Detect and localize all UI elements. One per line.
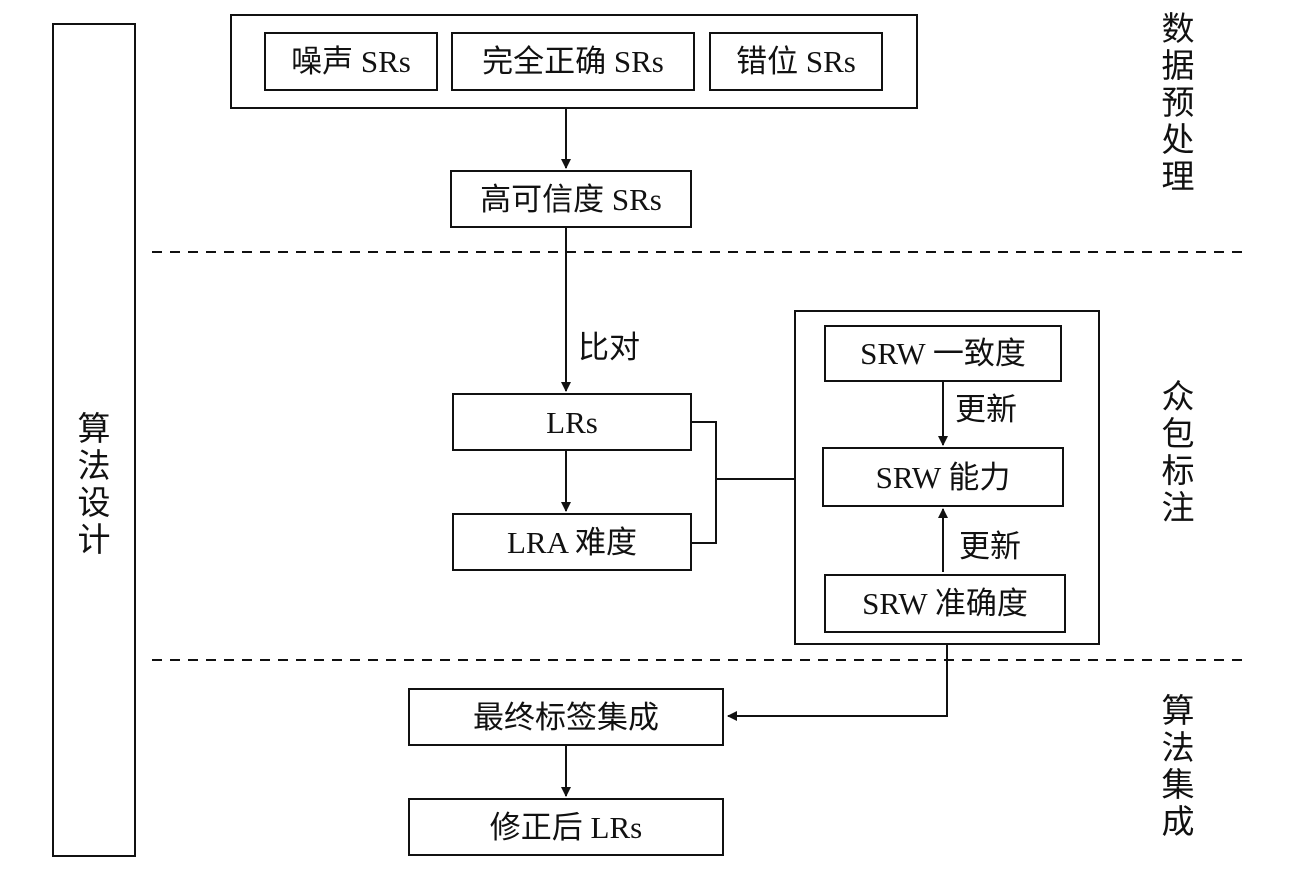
srw-consistency-box [824, 325, 1062, 382]
misaligned-srs-label: 错位 SRs [736, 44, 856, 79]
corrected-lrs-label: 修正后 LRs [490, 810, 642, 845]
final-label-integration-box [408, 688, 724, 746]
section-label-crowdsourcing: 众包标注 [1162, 380, 1195, 527]
high-confidence-srs-label: 高可信度 SRs [480, 182, 662, 217]
srw-accuracy-label: SRW 准确度 [862, 586, 1028, 621]
srw-ability-box [822, 447, 1064, 507]
section-label-integration: 算法集成 [1162, 693, 1195, 841]
update-top-label: 更新 [955, 392, 1017, 427]
misaligned-srs-box [709, 32, 883, 91]
update-bottom-label: 更新 [959, 529, 1021, 564]
correct-srs-box [451, 32, 695, 91]
compare-label: 比对 [578, 330, 640, 365]
corrected-lrs-box [408, 798, 724, 856]
correct-srs-label: 完全正确 SRs [482, 44, 664, 79]
algorithm-design-label: 算法设计 [78, 411, 111, 559]
final-label-integration-label: 最终标签集成 [473, 700, 659, 735]
lra-difficulty-box [452, 513, 692, 571]
srw-consistency-label: SRW 一致度 [860, 336, 1026, 371]
srw-accuracy-box [824, 574, 1066, 633]
noise-srs-box [264, 32, 438, 91]
lra-difficulty-label: LRA 难度 [507, 525, 637, 560]
arrow-srw-to-final [727, 644, 948, 721]
algorithm-design-bar [52, 23, 136, 857]
lrs-label: LRs [546, 405, 598, 440]
bracket-connector [691, 421, 717, 544]
lrs-box [452, 393, 692, 451]
srw-ability-label: SRW 能力 [876, 460, 1011, 495]
section-label-preprocessing: 数据预处理 [1162, 11, 1195, 196]
noise-srs-label: 噪声 SRs [291, 44, 411, 79]
high-confidence-srs-box [450, 170, 692, 228]
